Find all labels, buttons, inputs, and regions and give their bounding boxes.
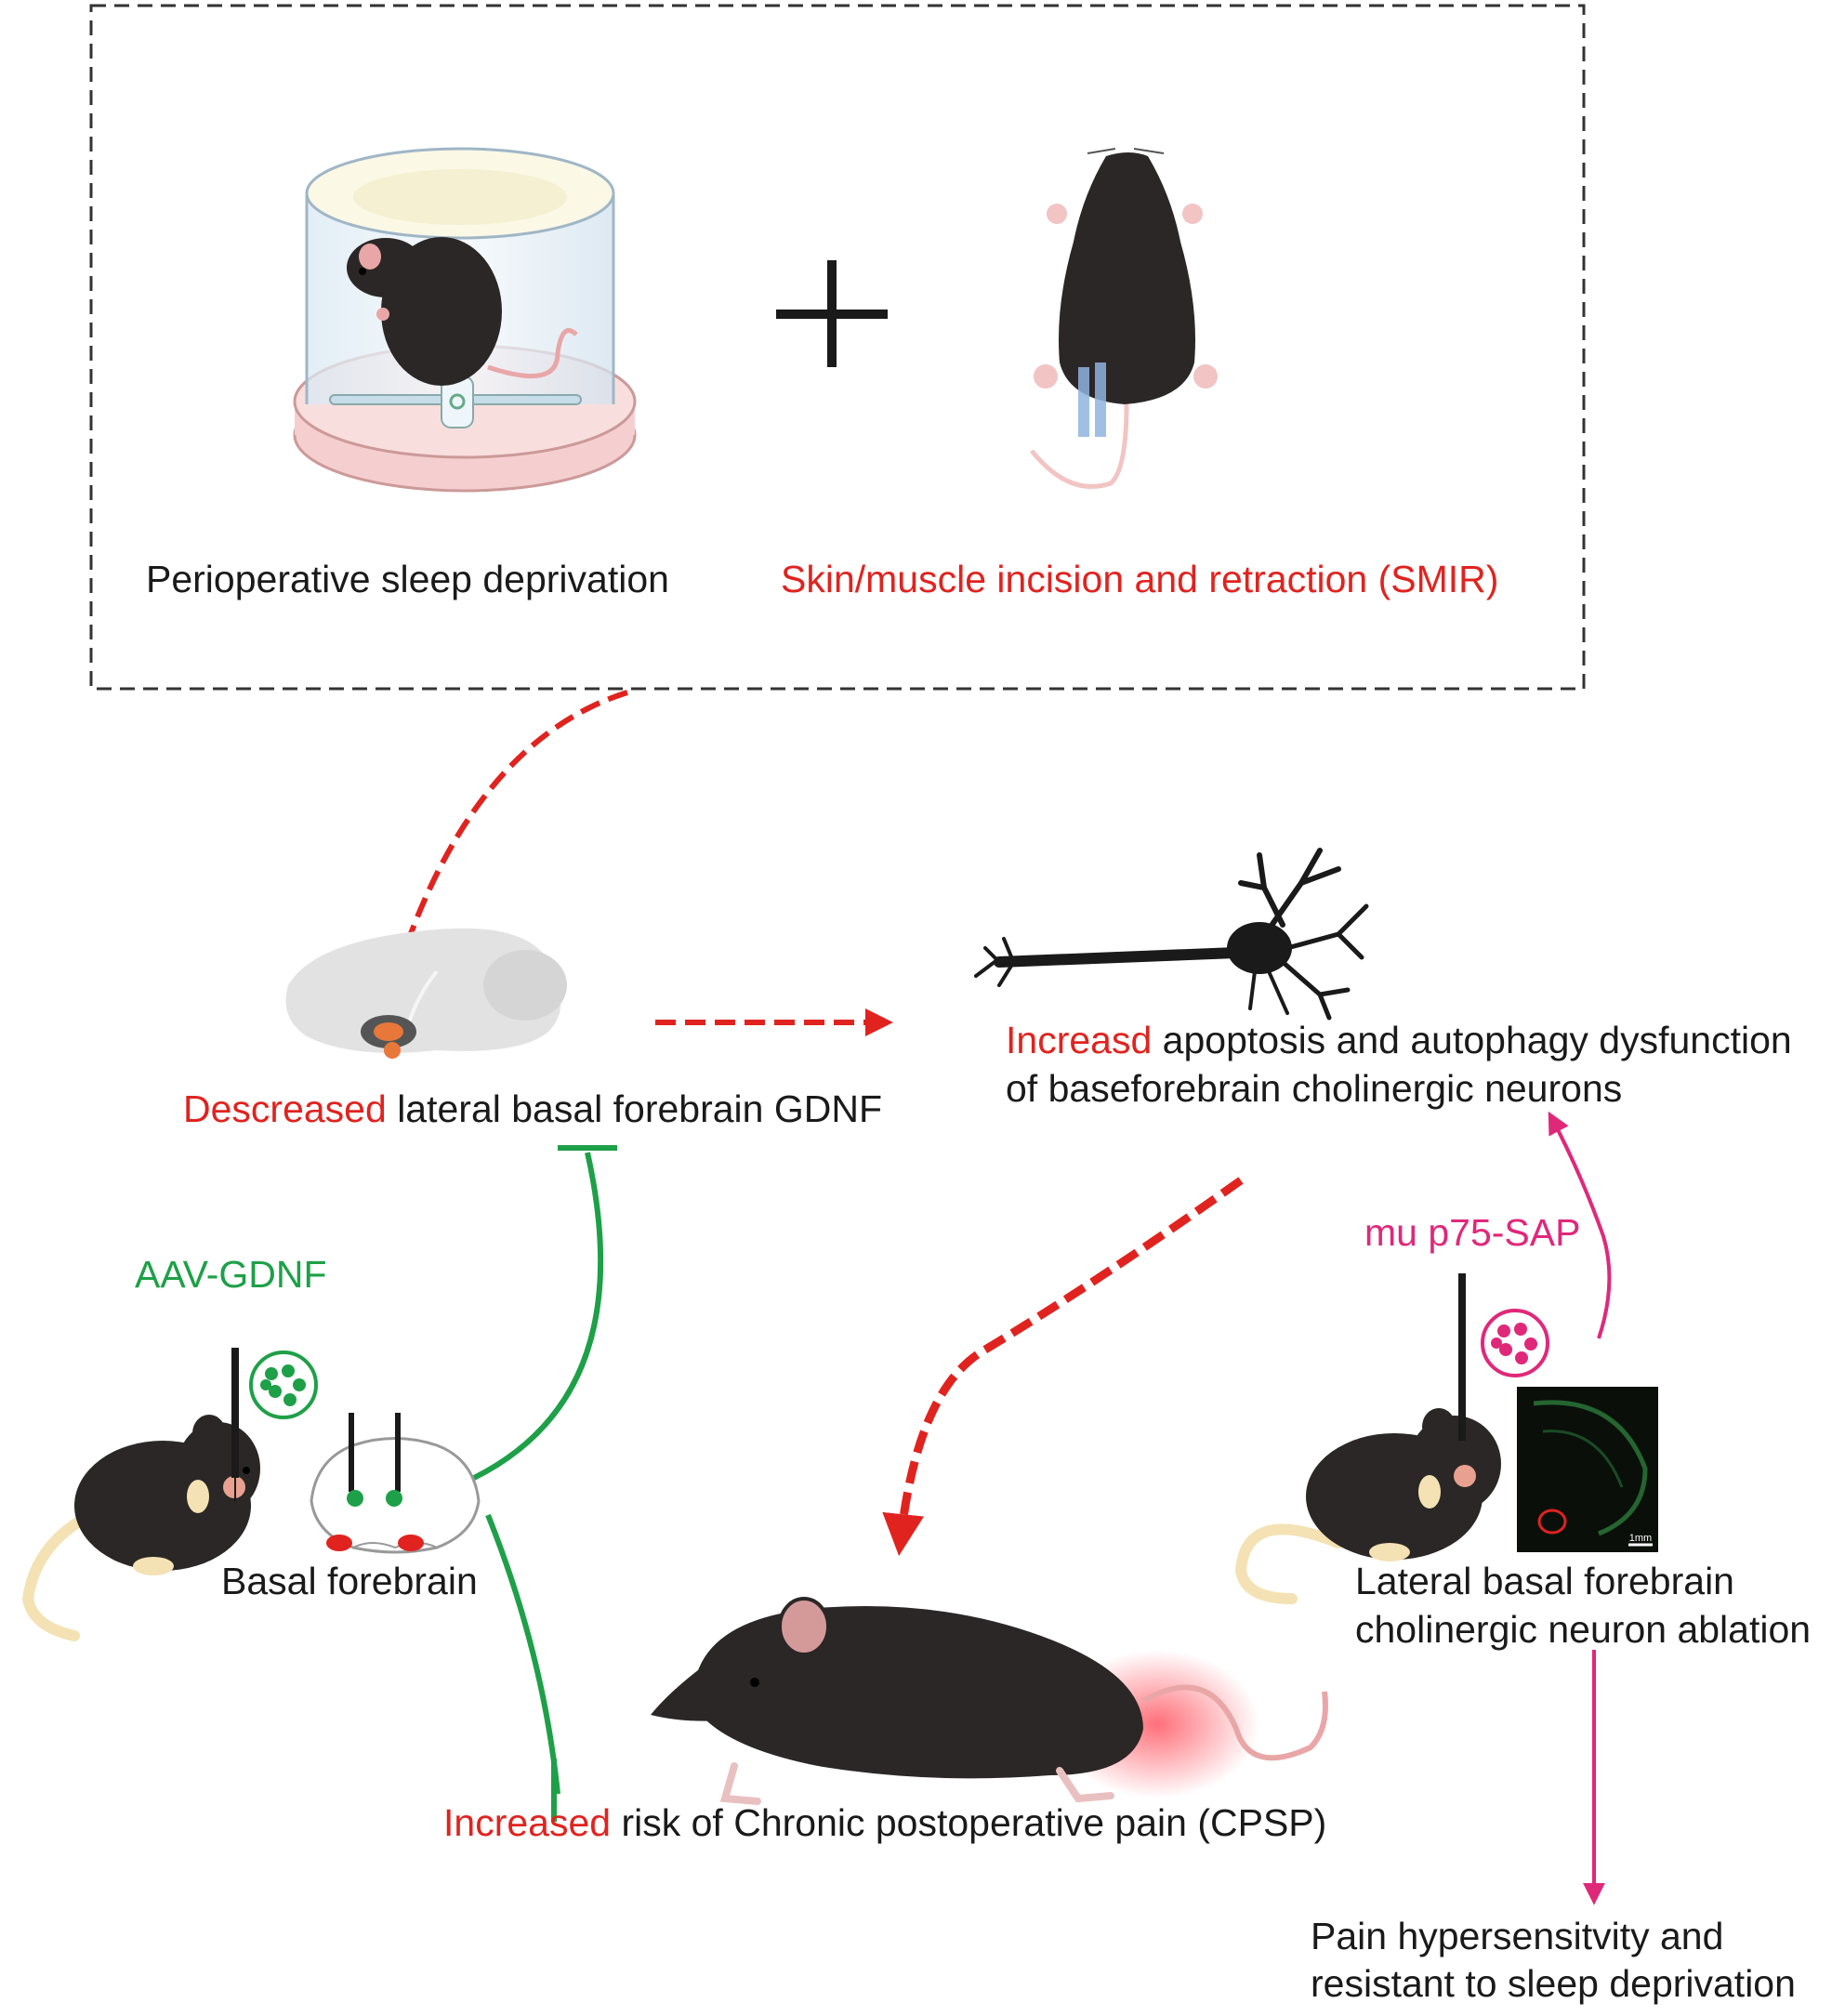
aav-gdnf-label: AAV-GDNF: [135, 1253, 327, 1296]
plus-icon: [776, 260, 888, 367]
cpsp-highlight: Increased: [443, 1801, 612, 1844]
aav-injection-mouse-illustration: [21, 1348, 318, 1641]
sleep-deprivation-cage-illustration: [293, 147, 637, 493]
smir-mouse-illustration: [1030, 148, 1218, 489]
neurons-label-line2: of baseforebrain cholinergic neurons: [1006, 1067, 1623, 1110]
ablation-label-line1: Lateral basal forebrain: [1355, 1560, 1734, 1602]
smir-caption: Skin/muscle incision and retraction (SMI…: [781, 558, 1499, 600]
neurons-label-line1: Increasd apoptosis and autophagy dysfunc…: [1006, 1016, 1792, 1064]
outcome-label-line1: Pain hypersensitvity and: [1311, 1915, 1724, 1957]
scale-bar-label: 1mm: [1629, 1533, 1652, 1544]
inhibit-gdnf-decrease: [472, 1152, 604, 1481]
brain-sagittal-illustration: [285, 928, 567, 1059]
basal-forebrain-label: Basal forebrain: [221, 1560, 478, 1602]
arrow-ablation-to-neurons: [1548, 1111, 1612, 1339]
coronal-brain-section-illustration: [310, 1413, 481, 1554]
cpsp-label: Increased risk of Chronic postoperative …: [443, 1799, 1326, 1847]
ablation-label-line2: cholinergic neuron ablation: [1355, 1608, 1812, 1651]
cholinergic-neuron-illustration: [974, 848, 1369, 1021]
p75-sap-label: mu p75-SAP: [1364, 1211, 1581, 1254]
gdnf-rest: lateral basal forebrain GDNF: [397, 1087, 883, 1130]
cpsp-mouse-illustration: [651, 1597, 1328, 1805]
outcome-label-line2: resistant to sleep deprivation: [1311, 1962, 1796, 2005]
inhibit-cpsp-risk: [485, 1513, 560, 1795]
cpsp-rest: risk of Chronic postoperative pain (CPSP…: [621, 1801, 1327, 1844]
sleep-deprivation-caption: Perioperative sleep deprivation: [146, 558, 669, 600]
ablation-mouse-illustration: [1234, 1273, 1658, 1604]
gdnf-highlight: Descreased: [183, 1087, 387, 1130]
arrow-top-to-gdnf: [383, 690, 628, 1000]
neurons-rest: apoptosis and autophagy dysfunction: [1162, 1019, 1792, 1061]
gdnf-label: Descreased lateral basal forebrain GDNF: [183, 1085, 882, 1133]
neurons-highlight: Increasd: [1006, 1019, 1153, 1061]
top-panel-frame: [89, 4, 1586, 691]
arrow-neurons-to-cpsp: [882, 1177, 1244, 1556]
